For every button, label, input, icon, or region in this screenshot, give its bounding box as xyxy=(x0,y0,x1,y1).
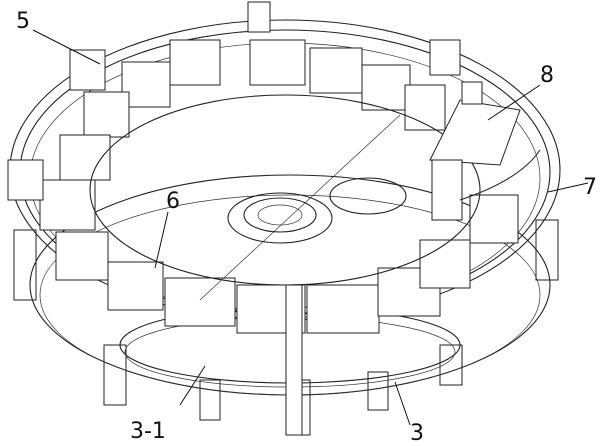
label-8: 8 xyxy=(540,63,554,88)
leader-lines xyxy=(32,29,589,426)
label-6: 6 xyxy=(166,189,180,214)
label-5: 5 xyxy=(16,9,30,34)
hood-unit xyxy=(429,81,541,221)
label-3-1: 3-1 xyxy=(130,419,166,444)
label-3: 3 xyxy=(410,421,424,446)
platform xyxy=(89,94,481,301)
label-7: 7 xyxy=(583,175,597,200)
container-ring xyxy=(39,39,519,334)
top-brackets xyxy=(7,1,461,436)
